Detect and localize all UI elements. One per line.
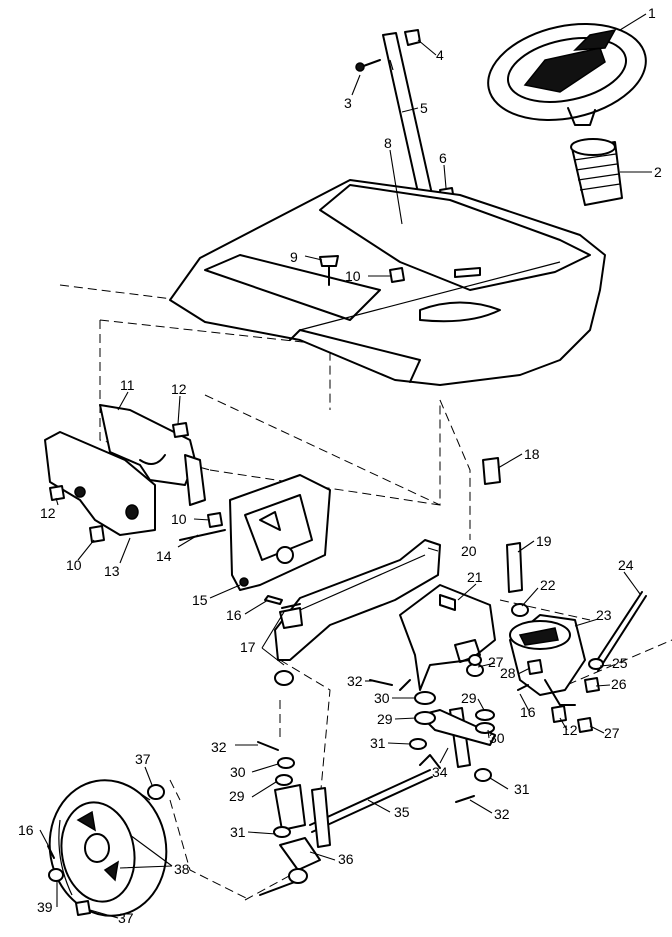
callout-37-top: 37 (135, 751, 151, 767)
callout-16-wheel: 16 (18, 822, 34, 838)
left-bracket (44, 404, 206, 536)
callout-32-right: 32 (494, 806, 510, 822)
callout-5: 5 (420, 100, 428, 116)
callout-2: 2 (654, 164, 662, 180)
front-wheel (47, 779, 168, 917)
drag-link (551, 591, 647, 733)
callout-28: 28 (500, 665, 516, 681)
callout-15: 15 (192, 592, 208, 608)
spindle-left (257, 741, 331, 896)
callout-17: 17 (240, 639, 256, 655)
callout-27-center: 27 (488, 654, 504, 670)
callout-21: 21 (467, 569, 483, 585)
dash-panel (169, 179, 606, 386)
callout-31-left: 31 (230, 824, 246, 840)
left-nuts (49, 422, 226, 543)
callout-30-right: 30 (489, 730, 505, 746)
callout-6: 6 (439, 150, 447, 166)
callout-29-right: 29 (461, 690, 477, 706)
steering-wheel (487, 23, 647, 126)
callout-16-axle: 16 (226, 607, 242, 623)
spindle-right (409, 691, 496, 782)
callout-1: 1 (648, 5, 656, 21)
callout-9: 9 (290, 249, 298, 265)
gear-hardware (468, 654, 543, 691)
leader-lines (39, 13, 652, 919)
dash-hardware (319, 255, 405, 286)
callout-24: 24 (618, 557, 634, 573)
callout-4: 4 (436, 47, 444, 63)
callout-25: 25 (612, 655, 628, 671)
axle-support (229, 474, 331, 591)
callout-32-left: 32 (211, 739, 227, 755)
callout-31-top: 31 (370, 735, 386, 751)
callout-35: 35 (394, 804, 410, 820)
front-axle (264, 539, 441, 686)
callout-labels: 1 2 3 4 5 6 8 9 10 11 12 12 10 13 10 14 … (18, 5, 662, 926)
callout-38: 38 (174, 861, 190, 877)
callout-36: 36 (338, 851, 354, 867)
callout-32-top: 32 (347, 673, 363, 689)
steering-gear (509, 614, 586, 706)
callout-19: 19 (536, 533, 552, 549)
callout-39: 39 (37, 899, 53, 915)
callout-12-gear: 12 (562, 722, 578, 738)
callout-16-gear: 16 (520, 704, 536, 720)
callout-13: 13 (104, 563, 120, 579)
callout-18: 18 (524, 446, 540, 462)
callout-8: 8 (384, 135, 392, 151)
callout-29-top: 29 (377, 711, 393, 727)
callout-10-dash: 10 (345, 268, 361, 284)
tie-rod (309, 679, 441, 833)
callout-22: 22 (540, 577, 556, 593)
callout-12-left: 12 (40, 505, 56, 521)
callout-14: 14 (156, 548, 172, 564)
callout-23: 23 (596, 607, 612, 623)
callout-12-upper: 12 (171, 381, 187, 397)
callout-29-left: 29 (229, 788, 245, 804)
callout-10-left: 10 (66, 557, 82, 573)
callout-10-right: 10 (171, 511, 187, 527)
callout-30-top: 30 (374, 690, 390, 706)
callout-27-right: 27 (604, 725, 620, 741)
cotter-pins (281, 603, 475, 803)
pivot-bracket (399, 584, 496, 691)
lower-shaft (482, 457, 529, 617)
callout-31-right: 31 (514, 781, 530, 797)
callout-34: 34 (432, 764, 448, 780)
callout-20: 20 (461, 543, 477, 559)
callout-3: 3 (344, 95, 352, 111)
callout-26: 26 (611, 676, 627, 692)
column-boot (570, 138, 623, 206)
callout-11: 11 (120, 377, 135, 393)
callout-30-left: 30 (230, 764, 246, 780)
callout-37-bottom: 37 (118, 910, 134, 926)
